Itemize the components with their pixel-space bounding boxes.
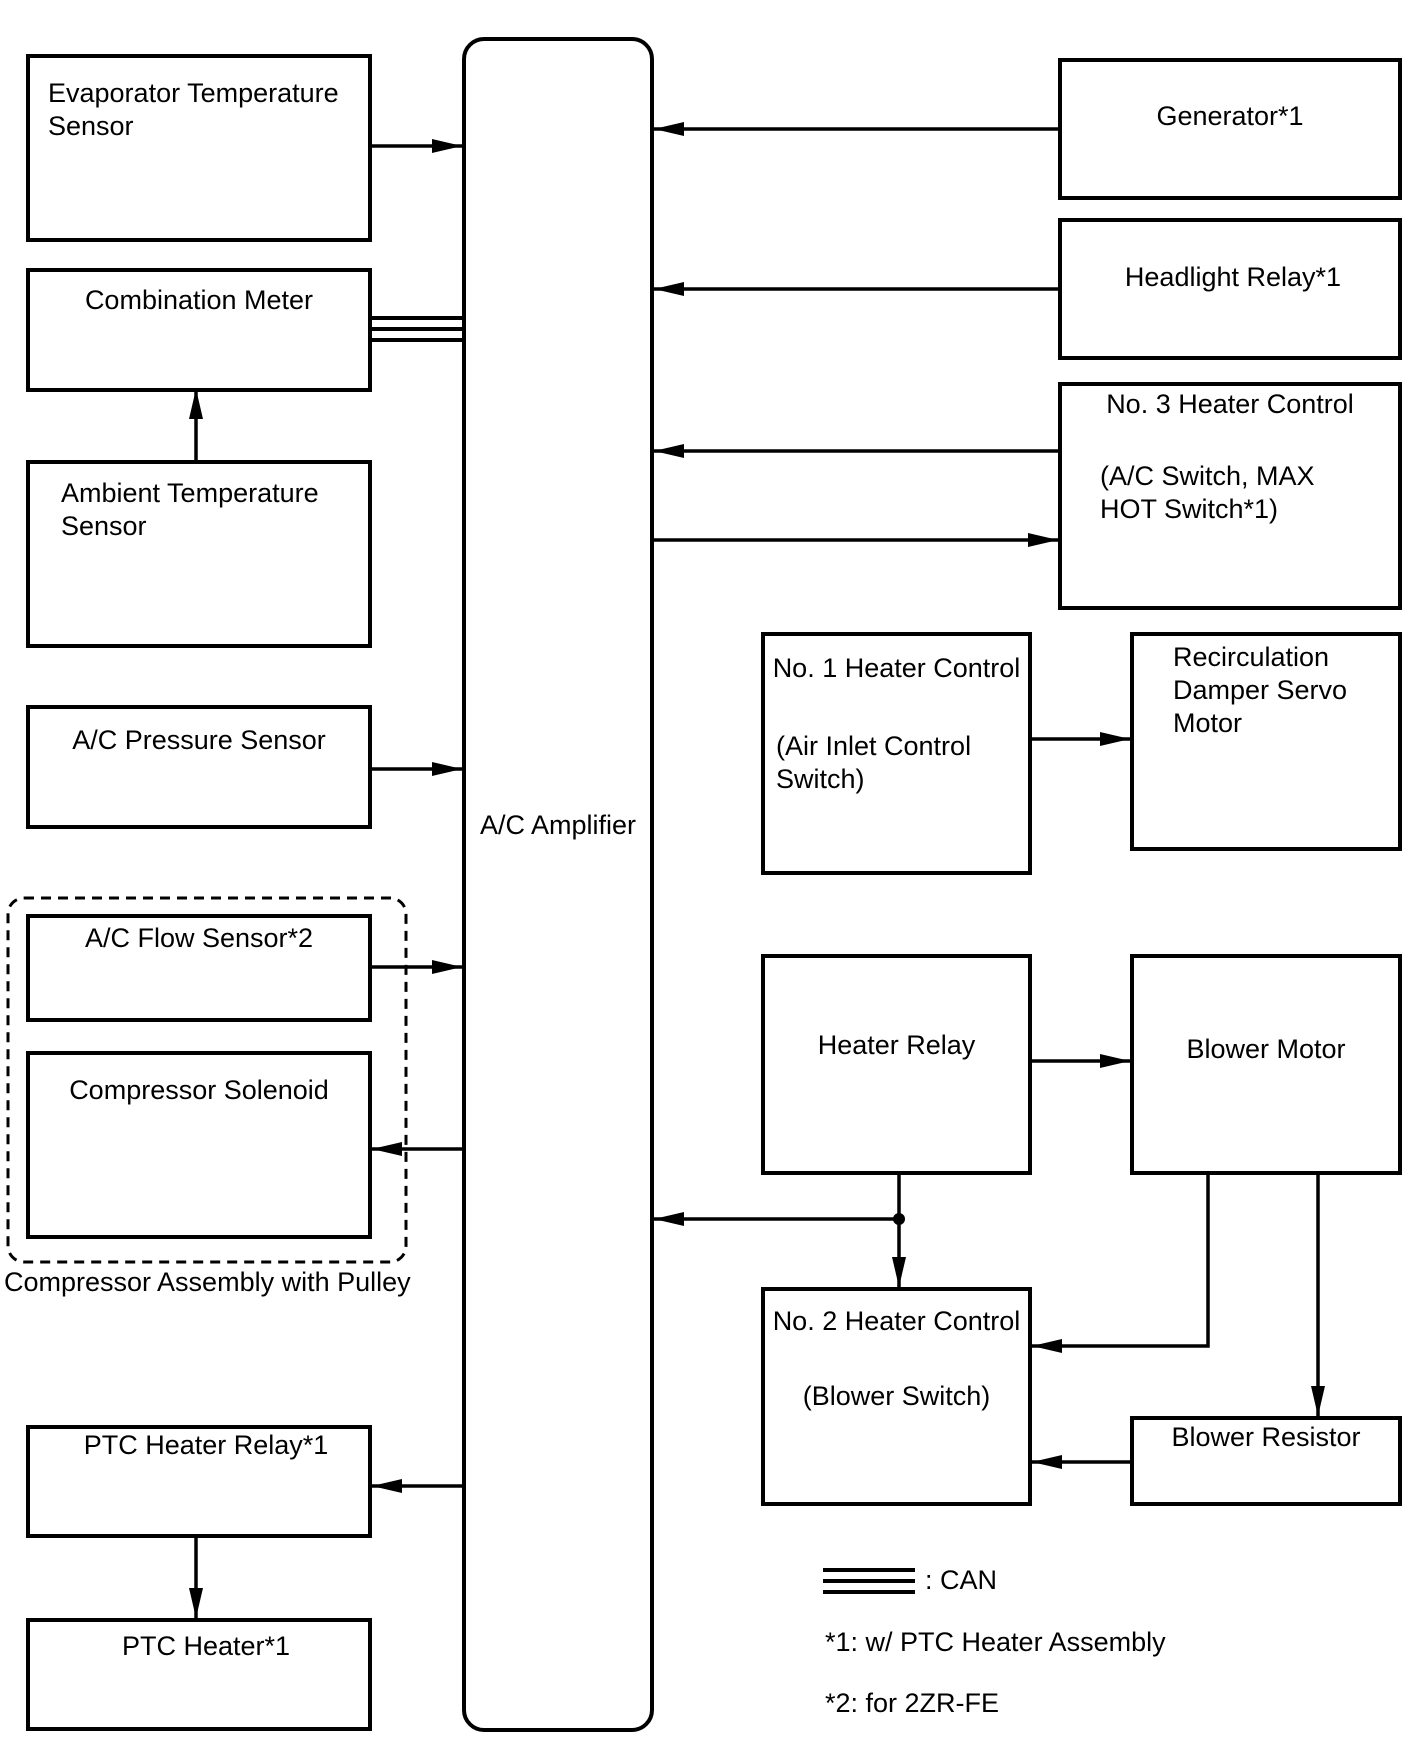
no2-heater-control-title: No. 2 Heater Control <box>772 1306 1021 1336</box>
headlight-relay-label: Headlight Relay*1 <box>1124 262 1342 292</box>
blower-motor-box <box>1130 954 1402 1175</box>
no3-heater-control-title: No. 3 Heater Control <box>1106 389 1354 419</box>
legend-note-1: *1: w/ PTC Heater Assembly <box>825 1627 1166 1657</box>
ac-amplifier-block <box>462 37 654 1732</box>
heater-relay-label: Heater Relay <box>817 1030 976 1060</box>
pressure-sensor-label: A/C Pressure Sensor <box>72 725 326 755</box>
flow-sensor-box <box>26 914 372 1022</box>
blower-resistor-label: Blower Resistor <box>1171 1422 1361 1452</box>
pressure-sensor-box <box>26 705 372 829</box>
junction-dot <box>893 1213 905 1225</box>
no2-heater-control-box <box>761 1287 1032 1506</box>
no2-heater-control-sub: (Blower Switch) <box>802 1381 991 1411</box>
ambient-sensor-box <box>26 460 372 648</box>
no1-heater-control-box <box>761 632 1032 875</box>
heater-relay-box <box>761 954 1032 1175</box>
blower-resistor-box <box>1130 1416 1402 1506</box>
legend-note-2: *2: for 2ZR-FE <box>825 1688 1000 1718</box>
flow-sensor-label: A/C Flow Sensor*2 <box>84 923 314 953</box>
ac-amplifier-label: A/C Amplifier <box>479 810 637 840</box>
combination-meter-label: Combination Meter <box>84 285 314 315</box>
legend-can-label: : CAN <box>925 1565 998 1595</box>
evaporator-sensor-label: Evaporator Temperature Sensor <box>48 78 339 141</box>
generator-label: Generator*1 <box>1156 101 1304 131</box>
no3-heater-control-sub: (A/C Switch, MAX HOT Switch*1) <box>1100 461 1315 524</box>
generator-box <box>1058 58 1402 200</box>
ambient-sensor-label: Ambient Temperature Sensor <box>61 478 319 541</box>
compressor-solenoid-box <box>26 1051 372 1239</box>
ptc-relay-box <box>26 1425 372 1538</box>
compressor-assembly-label: Compressor Assembly with Pulley <box>4 1267 411 1297</box>
blower-motor-label: Blower Motor <box>1186 1034 1346 1064</box>
recirc-motor-label: Recirculation Damper Servo Motor <box>1173 642 1348 738</box>
ptc-heater-box <box>26 1618 372 1731</box>
recirc-motor-box <box>1130 632 1402 851</box>
compressor-solenoid-label: Compressor Solenoid <box>69 1075 329 1105</box>
combination-meter-box <box>26 268 372 392</box>
no1-heater-control-sub: (Air Inlet Control Switch) <box>776 731 972 794</box>
evaporator-sensor-box <box>26 54 372 242</box>
no3-heater-control-box <box>1058 382 1402 610</box>
headlight-relay-box <box>1058 218 1402 360</box>
ptc-relay-label: PTC Heater Relay*1 <box>83 1430 329 1460</box>
arrow-blower-motor-to-no2 <box>1032 1175 1210 1353</box>
ptc-heater-label: PTC Heater*1 <box>121 1631 291 1661</box>
no1-heater-control-title: No. 1 Heater Control <box>772 653 1021 683</box>
